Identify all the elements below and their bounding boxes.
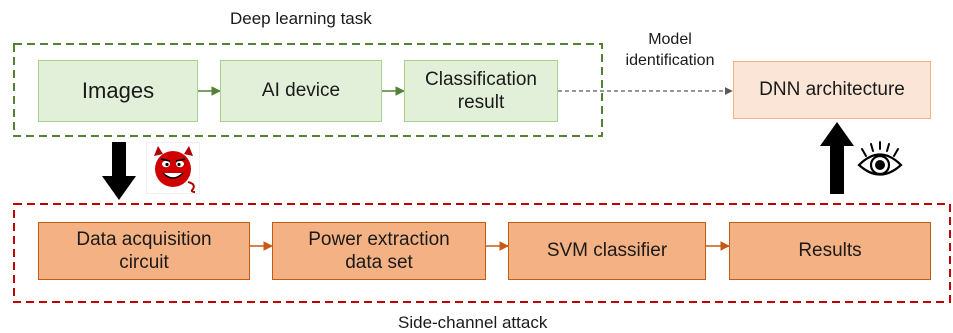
power-extraction-label-line-2: data set [345, 252, 413, 273]
results-label: Results [798, 240, 862, 262]
up-block-arrow [820, 122, 854, 194]
side-channel-group-frame [13, 203, 951, 303]
deep-learning-group-frame [13, 43, 603, 137]
power-extraction-label-line-1: Power extraction [308, 228, 450, 250]
results-node: Results [729, 222, 931, 280]
data-acquisition-label-line-2: circuit [119, 252, 169, 273]
data-acquisition-node: Data acquisition circuit [38, 222, 250, 280]
classification-label-line-2: result [457, 92, 505, 113]
images-label: Images [81, 77, 155, 103]
devil-icon [146, 142, 200, 194]
data-acquisition-label-line-1: Data acquisition [76, 228, 212, 250]
dnn-architecture-label: DNN architecture [759, 79, 905, 101]
ai-device-node: AI device [220, 60, 382, 122]
ai-device-label: AI device [261, 80, 341, 102]
power-extraction-node: Power extraction data set [272, 222, 486, 280]
dnn-architecture-node: DNN architecture [733, 61, 931, 119]
eye-icon [857, 141, 903, 176]
model-identification-label: Model identification [605, 30, 735, 72]
svm-classifier-label: SVM classifier [546, 240, 668, 262]
images-node: Images [38, 60, 198, 122]
deep-learning-task-title: Deep learning task [230, 9, 372, 28]
down-block-arrow [102, 142, 136, 200]
model-identification-line-1: Model [648, 31, 692, 48]
model-identification-line-2: identification [625, 51, 715, 69]
svm-classifier-node: SVM classifier [508, 222, 706, 280]
classification-result-node: Classification result [404, 60, 558, 122]
side-channel-attack-title: Side-channel attack [398, 313, 548, 332]
classification-label-line-1: Classification [425, 68, 537, 90]
